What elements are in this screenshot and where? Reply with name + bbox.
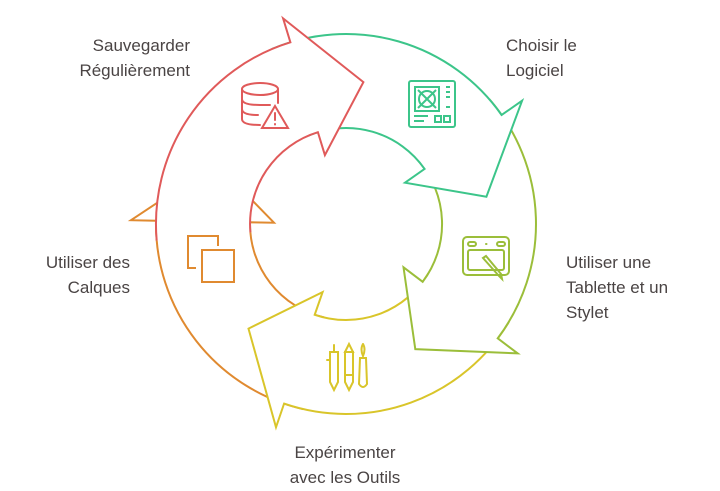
pens-brushes-icon <box>326 341 369 393</box>
step-label-tools: Expérimenter avec les Outils <box>260 440 430 490</box>
label-line: Utiliser une <box>566 253 652 272</box>
step-label-layers: Utiliser des Calques <box>20 250 130 300</box>
label-line: Tablette et un <box>566 278 669 297</box>
label-line: Sauvegarder <box>92 36 190 55</box>
label-line: Régulièrement <box>79 61 190 80</box>
label-line: Stylet <box>566 303 609 322</box>
layers-icon <box>187 235 235 283</box>
label-line: Expérimenter <box>294 443 396 462</box>
label-line: avec les Outils <box>289 468 401 487</box>
label-line: Choisir le <box>506 36 577 55</box>
database-warning-icon <box>241 82 290 129</box>
step-label-tablet: Utiliser une Tablette et un Stylet <box>566 250 668 325</box>
label-line: Calques <box>67 278 130 297</box>
step-label-save: Sauvegarder Régulièrement <box>40 33 190 83</box>
motherboard-icon <box>408 80 456 128</box>
label-line: Logiciel <box>506 61 564 80</box>
segment-save-arrow <box>155 15 365 241</box>
label-line: Utiliser des <box>45 253 130 272</box>
graphics-tablet-icon <box>462 236 510 283</box>
step-label-choose-software: Choisir le Logiciel <box>506 33 577 83</box>
